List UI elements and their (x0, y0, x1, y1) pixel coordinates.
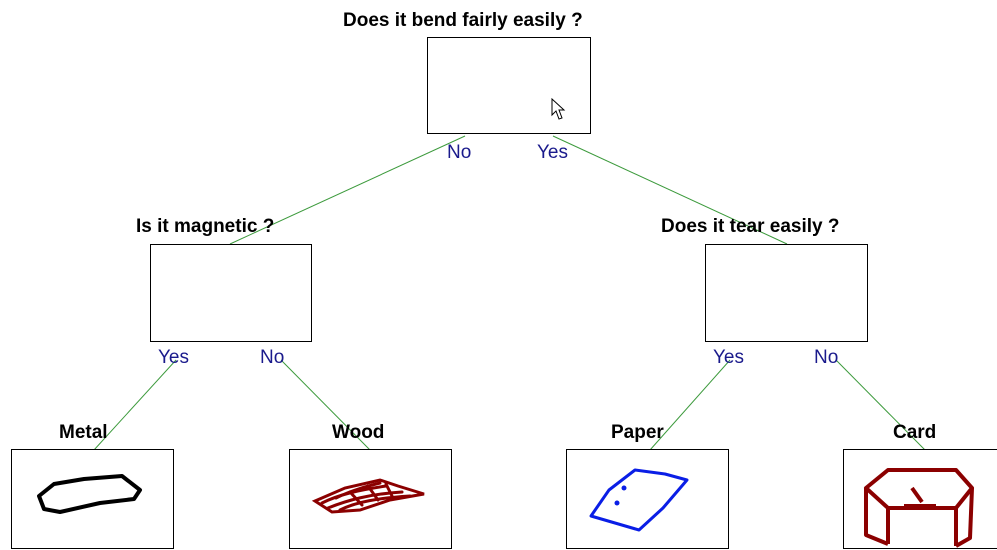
paper-sketch-icon (589, 468, 689, 532)
edge-root-yes (552, 135, 788, 245)
root-no-label: No (447, 142, 472, 163)
right-node-box[interactable] (705, 244, 868, 342)
mouse-pointer-icon (551, 98, 566, 120)
leaf-label-metal: Metal (59, 422, 108, 443)
left-node-question: Is it magnetic ? (136, 216, 275, 237)
edge-root-no (229, 135, 466, 245)
card-sketch-icon (864, 468, 974, 548)
leaf-box-paper[interactable] (566, 449, 729, 549)
leaf-label-wood: Wood (332, 422, 385, 443)
left-node-no-label: No (260, 347, 285, 368)
metal-sketch-icon (37, 474, 142, 514)
edge-tear-no (835, 359, 926, 451)
edge-magnetic-yes (93, 359, 177, 451)
right-node-yes-label: Yes (713, 347, 744, 368)
edge-tear-yes (649, 359, 731, 451)
leaf-label-paper: Paper (611, 422, 664, 443)
leaf-box-metal[interactable] (11, 449, 174, 549)
right-node-question: Does it tear easily ? (661, 216, 840, 237)
leaf-box-wood[interactable] (289, 449, 452, 549)
left-node-yes-label: Yes (158, 347, 189, 368)
root-node-box[interactable] (427, 37, 591, 134)
leaf-box-card[interactable] (843, 449, 997, 549)
edge-magnetic-no (280, 359, 371, 451)
leaf-label-card: Card (893, 422, 937, 443)
root-question: Does it bend fairly easily ? (343, 10, 583, 31)
root-yes-label: Yes (537, 142, 568, 163)
wood-sketch-icon (311, 478, 425, 514)
right-node-no-label: No (814, 347, 839, 368)
left-node-box[interactable] (150, 244, 312, 342)
